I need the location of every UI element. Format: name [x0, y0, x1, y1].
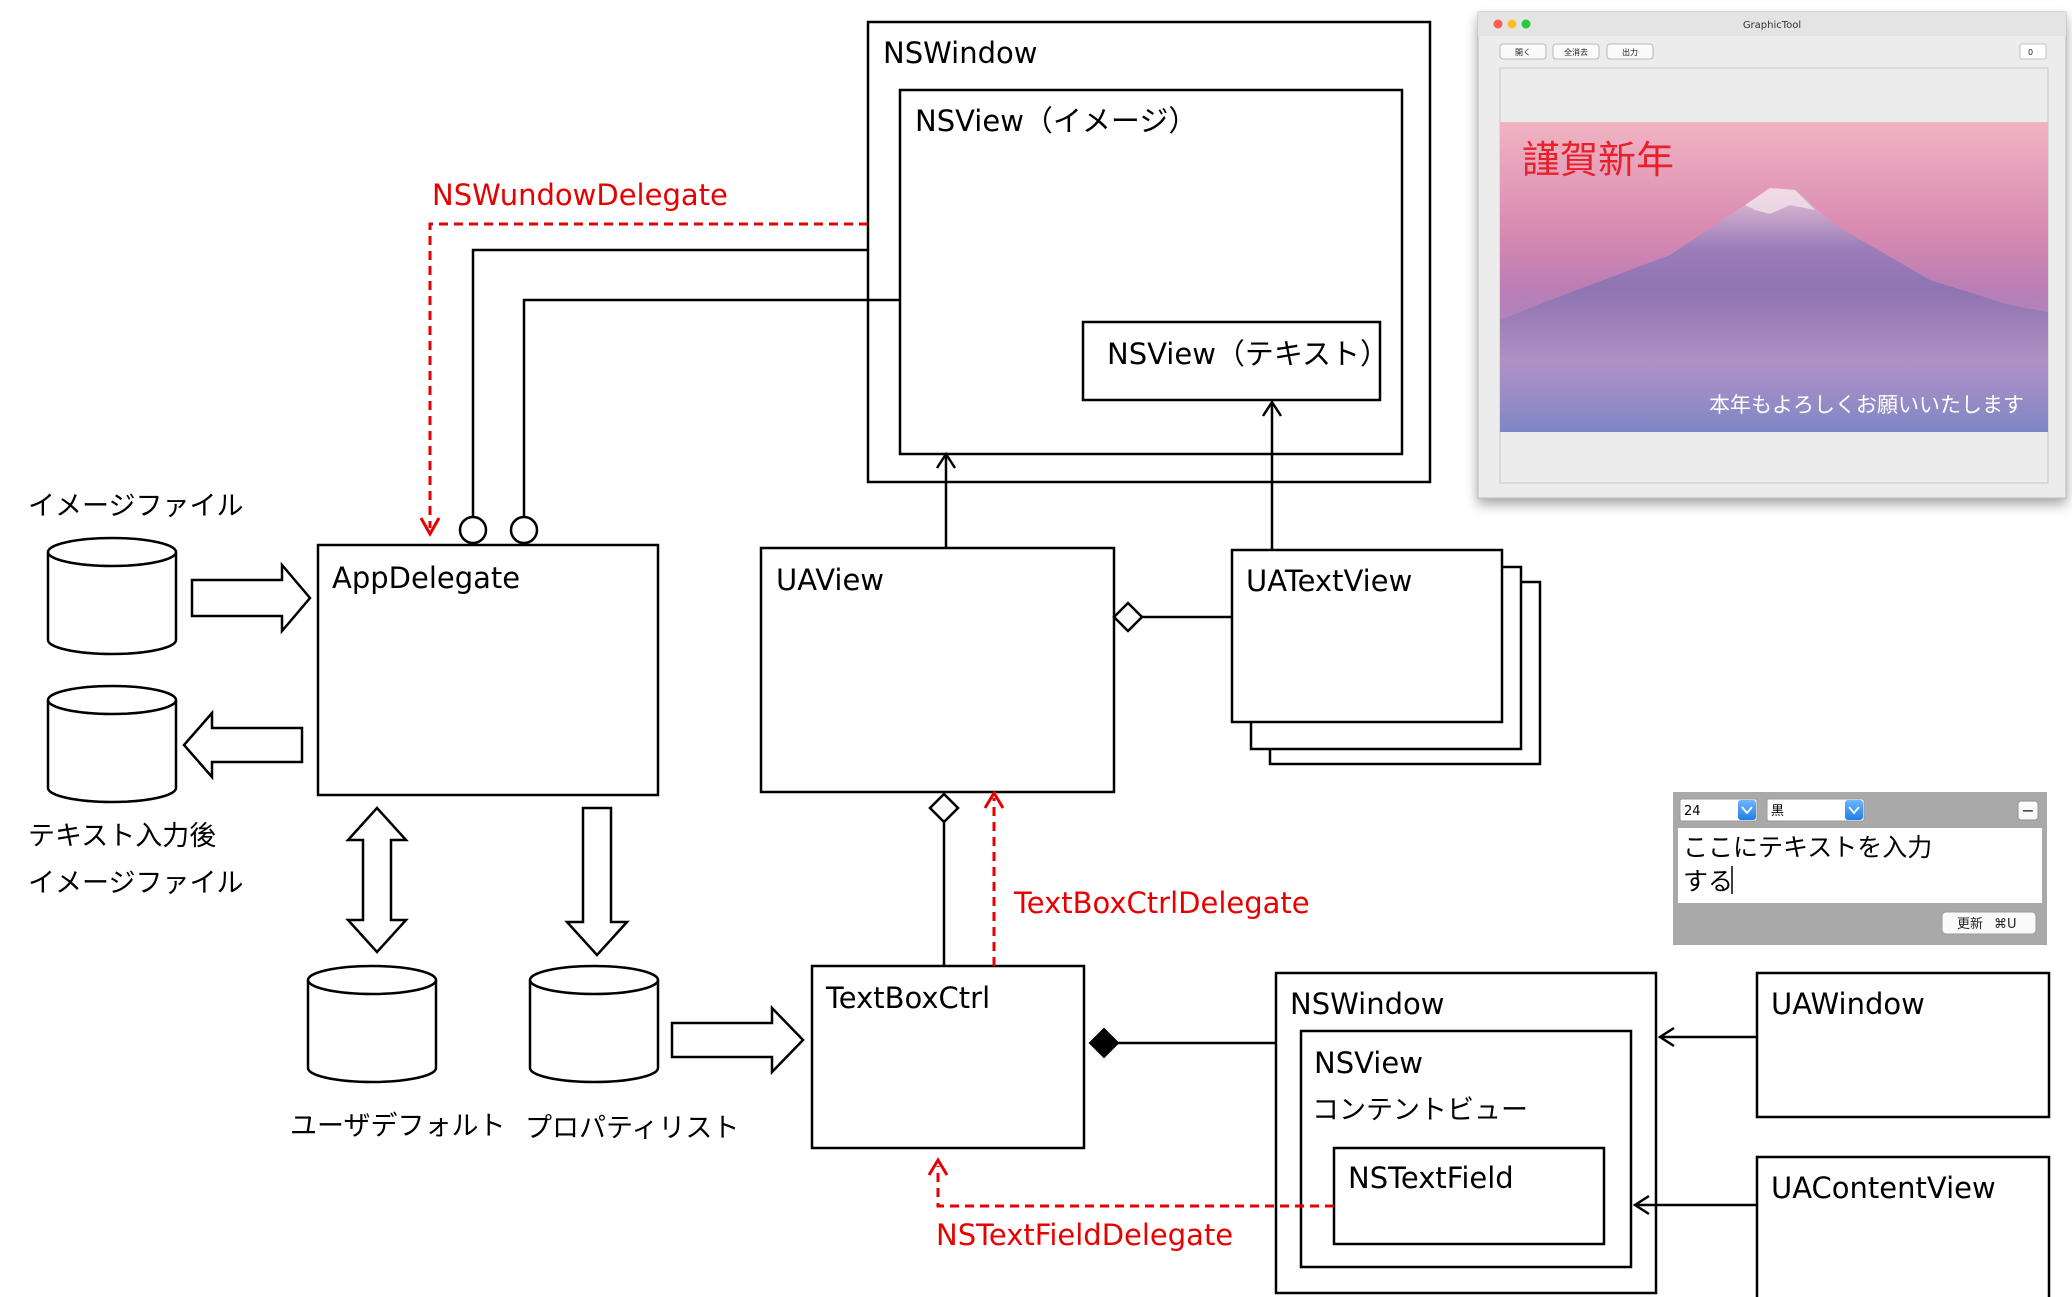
- property-list-cylinder: [528, 964, 660, 1084]
- aggregation-diamond-uatextview: [1112, 601, 1144, 633]
- output-arrow: [182, 709, 304, 781]
- appdelegate-box: [316, 543, 660, 797]
- composition-diamond: [1088, 1027, 1120, 1059]
- nswindow-bottom-label: NSWindow: [1290, 987, 1444, 1021]
- nsview-content-label: NSView: [1314, 1046, 1423, 1080]
- window-title: GraphicTool: [1743, 20, 1801, 31]
- chevron-down-icon: [1845, 800, 1863, 820]
- message-text: 本年もよろしくお願いいたします: [1709, 393, 2024, 417]
- userdefaults-double-arrow: [345, 806, 409, 954]
- chevron-down-icon: [1738, 800, 1756, 820]
- uaview-label: UAView: [776, 563, 884, 597]
- uacontentview-arrowhead: [1632, 1194, 1650, 1216]
- open-button[interactable]: 開く: [1499, 43, 1547, 60]
- user-defaults-label: ユーザデフォルト: [290, 1111, 505, 1142]
- font-size-select[interactable]: 24: [1679, 798, 1758, 822]
- clear-all-button-label: 全消去: [1564, 47, 1588, 57]
- user-defaults-cylinder: [306, 964, 438, 1084]
- appdelegate-label: AppDelegate: [332, 561, 520, 595]
- image-file-cylinder: [46, 536, 178, 656]
- nstextfield-delegate-label: NSTextFieldDelegate: [936, 1218, 1233, 1252]
- interface-circle-1: [458, 515, 488, 545]
- zoom-dot-icon[interactable]: [1521, 19, 1531, 29]
- graphictool-window: GraphicTool 開く 全消去 出力 0 謹賀新年 本年もよろしくお願いい…: [1477, 11, 2067, 499]
- uawindow-arrowhead: [1657, 1026, 1675, 1048]
- uawindow-box: [1755, 971, 2051, 1119]
- output-button-label: 出力: [1622, 47, 1638, 57]
- input-arrow: [190, 561, 312, 635]
- aggregation-diamond-textboxctrl: [928, 792, 960, 824]
- textboxctrl-label: TextBoxCtrl: [825, 981, 990, 1015]
- color-value: 黒: [1771, 804, 1784, 819]
- uacontentview-box: [1755, 1155, 2051, 1297]
- text-input-field[interactable]: [1678, 828, 2042, 903]
- propertylist-down-arrow: [564, 806, 630, 957]
- text-input-panel: 24 黒 − ここにテキストを入力 する 更新 ⌘U: [1673, 792, 2047, 945]
- nstextfield-box: [1332, 1146, 1606, 1246]
- color-select[interactable]: 黒: [1766, 798, 1865, 822]
- minus-icon: −: [2021, 801, 2034, 820]
- output-file-cylinder: [46, 684, 178, 804]
- interface-circle-2: [509, 515, 539, 545]
- output-button[interactable]: 出力: [1606, 43, 1654, 60]
- textboxctrl-delegate-label: TextBoxCtrlDelegate: [1013, 886, 1310, 920]
- uacontentview-label: UAContentView: [1771, 1171, 1996, 1205]
- close-dot-icon[interactable]: [1493, 19, 1503, 29]
- uatextview-label: UATextView: [1246, 564, 1412, 598]
- uatextview-arrowhead: [1261, 399, 1283, 417]
- mountain-snow: [1745, 188, 1815, 214]
- content-view-label: コンテントビュー: [1312, 1095, 1528, 1126]
- nsview-text-box: [1081, 320, 1382, 402]
- output-file-label-2: イメージファイル: [28, 868, 243, 899]
- image-file-label: イメージファイル: [28, 491, 243, 522]
- connector-nsview-appdelegate: [522, 298, 900, 516]
- nsview-image-label: NSView（イメージ）: [915, 104, 1197, 138]
- counter-value: 0: [2028, 48, 2033, 57]
- update-button-label: 更新: [1957, 916, 1983, 932]
- font-size-value: 24: [1684, 804, 1701, 819]
- nswindow-delegate-label: NSWundowDelegate: [432, 178, 728, 212]
- output-file-label-1: テキスト入力後: [28, 821, 216, 852]
- uaview-box: [759, 546, 1116, 794]
- property-list-label: プロパティリスト: [525, 1113, 739, 1144]
- nstextfield-delegate-arrowhead: [927, 1157, 949, 1176]
- nswindow-delegate-line: [428, 222, 868, 528]
- nstextfield-label: NSTextField: [1348, 1161, 1514, 1195]
- textboxctrl-box: [810, 964, 1086, 1150]
- update-button[interactable]: 更新 ⌘U: [1941, 911, 2037, 935]
- cloud-layer: [1500, 290, 2048, 432]
- remove-button[interactable]: −: [2017, 800, 2039, 821]
- nsview-text-label: NSView（テキスト）: [1107, 337, 1389, 371]
- title-bar: [1478, 12, 2066, 36]
- uaview-arrowhead: [935, 451, 957, 469]
- open-button-label: 開く: [1515, 48, 1531, 57]
- uawindow-label: UAWindow: [1771, 987, 1925, 1021]
- nstextfield-delegate-line: [936, 1166, 1334, 1208]
- greeting-text: 謹賀新年: [1522, 138, 1674, 182]
- uatextview-box: [1230, 548, 1504, 724]
- connector-nswindow-appdelegate: [471, 248, 868, 516]
- textboxctrl-delegate-arrowhead: [983, 790, 1005, 809]
- propertylist-to-textbox-arrow: [670, 1004, 805, 1076]
- nswindow-delegate-arrowhead: [419, 517, 441, 538]
- minimize-dot-icon[interactable]: [1507, 19, 1517, 29]
- nswindow-top-label: NSWindow: [883, 36, 1037, 70]
- text-input-line-1: ここにテキストを入力: [1683, 833, 1932, 862]
- update-shortcut: ⌘U: [1994, 917, 2017, 932]
- counter-field[interactable]: [2019, 43, 2047, 60]
- new-year-image[interactable]: 謹賀新年 本年もよろしくお願いいたします: [1500, 122, 2048, 432]
- text-input-line-2: する: [1683, 867, 1733, 896]
- clear-all-button[interactable]: 全消去: [1552, 43, 1600, 60]
